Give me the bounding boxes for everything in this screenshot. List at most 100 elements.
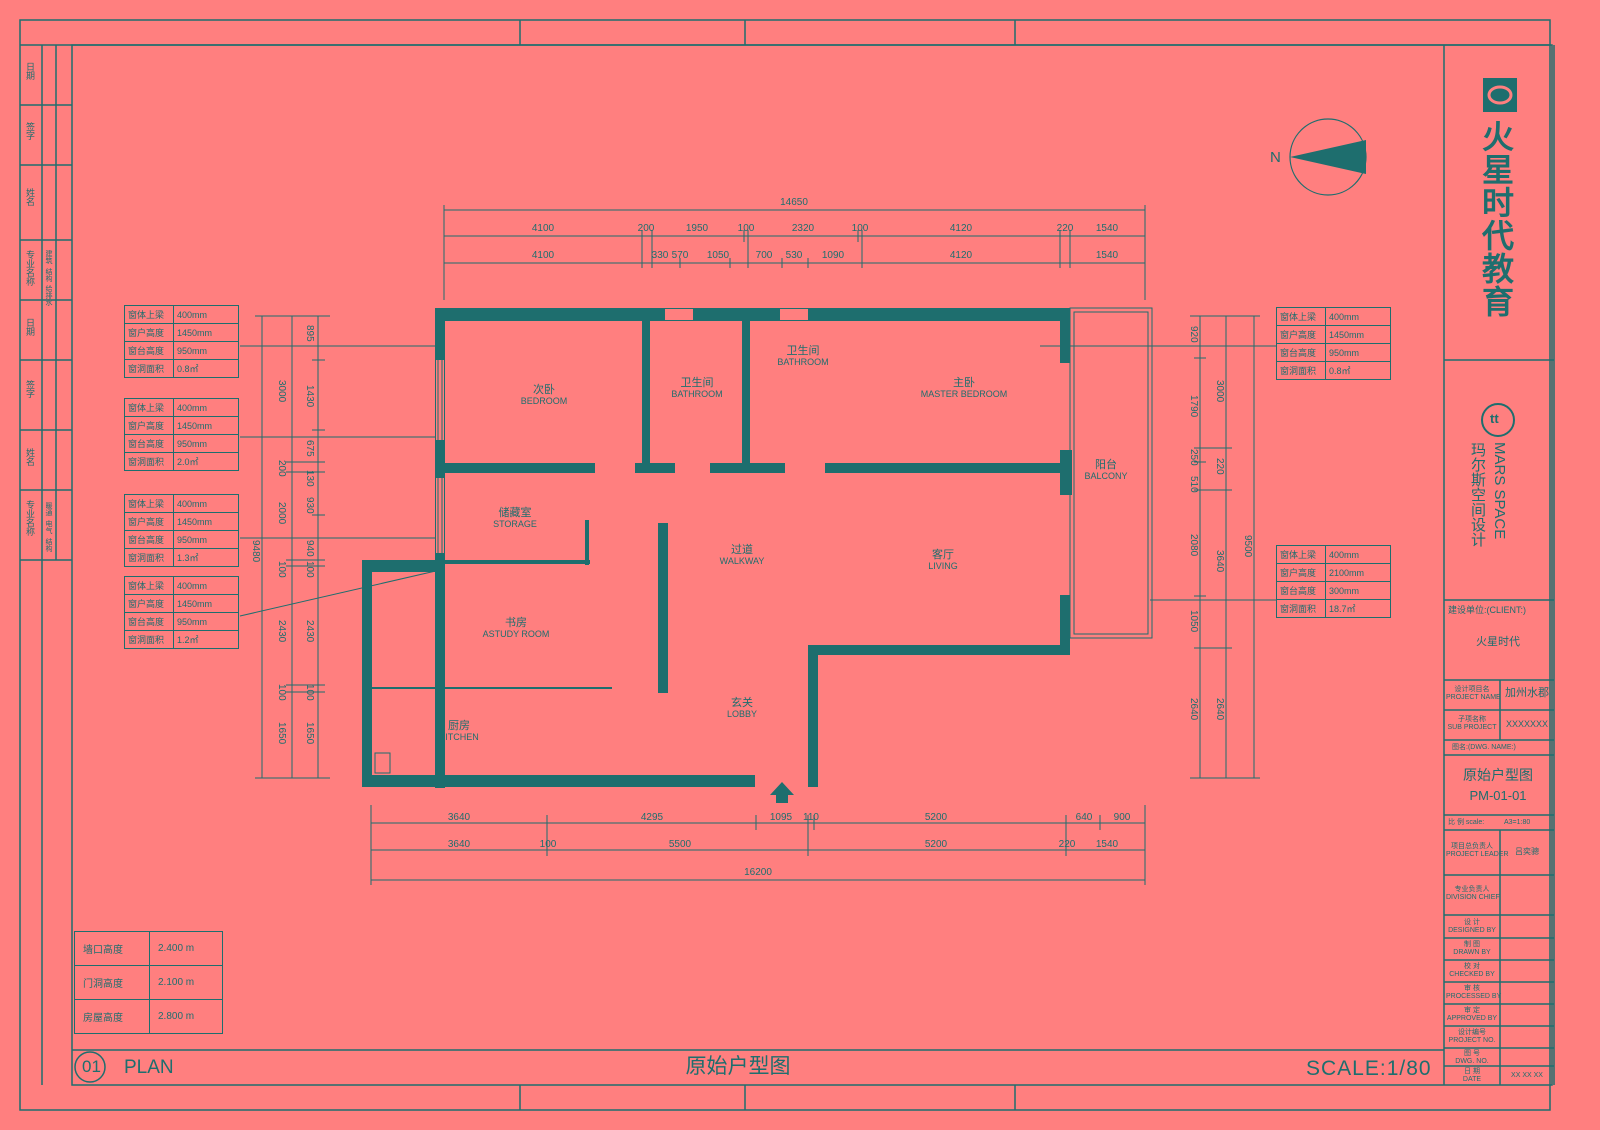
dimension-lines	[239, 205, 1276, 885]
project-leader-label: 项目总负责人 PROJECT LEADER	[1446, 843, 1509, 858]
dim-left-outer-4: 2430	[276, 620, 287, 643]
dim-right-inner-3: 510	[1188, 476, 1199, 493]
design-brand-en: MARS SPACE	[1491, 442, 1508, 540]
dim-top-2-6: 1090	[821, 250, 845, 261]
plan-number-circle	[74, 1051, 106, 1083]
dim-top-2-5: 530	[785, 250, 803, 261]
dim-bottom-1-5: 640	[1075, 812, 1093, 823]
dim-top-1-7: 220	[1056, 223, 1074, 234]
company-name: 火星时代教育	[1478, 120, 1514, 318]
dim-top-2-2: 570	[671, 250, 689, 261]
design-brand-cn: 玛尔斯空间设计	[1469, 442, 1486, 547]
dim-top-1-0: 4100	[531, 223, 555, 234]
dim-bottom-1-4: 5200	[924, 812, 948, 823]
dim-top-1-8: 1540	[1095, 223, 1119, 234]
dim-left-outer-0: 3000	[276, 380, 287, 403]
drawing-title: 原始户型图	[685, 1055, 791, 1078]
dim-left-outer-5: 100	[276, 684, 287, 701]
project-name-label: 设计项目名 PROJECT NAME	[1446, 686, 1501, 701]
dim-bottom-1-3: 110	[803, 812, 819, 823]
drawing-code: PM-01-01	[1469, 788, 1527, 803]
sub-project-value: XXXXXXX	[1505, 719, 1549, 729]
dim-bottom-total: 16200	[744, 867, 772, 878]
dim-left-inner-2: 675	[304, 440, 315, 457]
sheet-scale-value: A3=1:80	[1504, 819, 1531, 826]
strip-sub-a-2: 给排水	[45, 285, 52, 306]
dim-bottom-1-2: 1095	[769, 812, 793, 823]
dim-top-1-1: 200	[637, 223, 655, 234]
drawn-label: 制 图 DRAWN BY	[1453, 941, 1491, 956]
north-label: N	[1270, 149, 1281, 166]
dim-left-inner-8: 100	[304, 684, 315, 701]
project-no-label: 设计编号 PROJECT NO.	[1448, 1029, 1496, 1044]
dim-bottom-2-4: 220	[1058, 839, 1076, 850]
dim-left-inner-0: 895	[304, 325, 315, 342]
dim-top-1-6: 4120	[949, 223, 973, 234]
dim-top-1-4: 2320	[791, 223, 815, 234]
dim-left-inner-5: 940	[304, 540, 315, 557]
dim-right-inner-6: 2640	[1188, 698, 1199, 721]
strip-sub-b-1: 电气	[45, 520, 52, 534]
dim-bottom-2-0: 3640	[447, 839, 471, 850]
division-chief-label: 专业负责人 DIVISION CHIEF	[1446, 886, 1500, 901]
dim-top-2-8: 1540	[1095, 250, 1119, 261]
drawing-name-label: 图名:(DWG. NAME:)	[1452, 744, 1516, 751]
strip-label-4: 日期	[25, 318, 35, 336]
sheet-scale-label: 比 例 scale:	[1448, 819, 1485, 826]
sub-project-label: 子项名称 SUB PROJECT	[1447, 716, 1497, 731]
dim-left-inner-9: 1650	[304, 722, 315, 745]
dim-right-inner-5: 1050	[1188, 610, 1199, 633]
dim-left-inner-7: 2430	[304, 620, 315, 643]
project-leader-value: 吕奕骢	[1515, 847, 1539, 856]
dim-right-outer-2: 3640	[1214, 550, 1225, 573]
dim-right-inner-2: 250	[1188, 449, 1199, 466]
strip-label-3: 专业名称	[25, 250, 35, 286]
client-label: 建设单位:(CLIENT:)	[1448, 605, 1527, 615]
dim-top-2-0: 4100	[531, 250, 555, 261]
north-arrow	[1290, 140, 1366, 174]
strip-label-0: 日期	[25, 62, 35, 80]
plan-number: 01	[82, 1057, 101, 1076]
dim-bottom-2-1: 100	[539, 839, 557, 850]
strip-label-6: 姓名	[25, 448, 35, 466]
dim-left-inner-4: 930	[304, 497, 315, 514]
door-gaps	[436, 309, 808, 553]
dim-top-2-3: 1050	[706, 250, 730, 261]
dim-left-inner-1: 1430	[304, 385, 315, 408]
dim-right-outer-1: 220	[1214, 458, 1225, 475]
dim-top-2-1: 330	[651, 250, 669, 261]
window-marks	[374, 307, 1153, 774]
outer-frame	[19, 19, 1551, 1111]
designed-label: 设 计 DESIGNED BY	[1448, 919, 1496, 934]
approved-label: 审 定 APPROVED BY	[1446, 1007, 1498, 1022]
dim-top-1-3: 100	[737, 223, 755, 234]
plan-label: PLAN	[124, 1057, 174, 1078]
dim-left-inner-6: 100	[304, 561, 315, 578]
drawing-name-value: 原始户型图	[1463, 767, 1533, 783]
dim-top-total: 14650	[780, 197, 808, 208]
dim-right-inner-4: 2080	[1188, 534, 1199, 557]
checked-label: 校 对 CHECKED BY	[1449, 963, 1495, 978]
strip-label-2: 姓名	[25, 188, 35, 206]
strip-sub-a-0: 建筑	[45, 250, 52, 264]
dim-right-outer-3: 2640	[1214, 698, 1225, 721]
design-logo-circle	[1481, 403, 1515, 437]
dim-left-outer-2: 2000	[276, 502, 287, 525]
dim-left-total: 9480	[250, 540, 261, 563]
dim-bottom-1-6: 900	[1113, 812, 1131, 823]
dim-left-inner-3: 130	[304, 470, 315, 487]
